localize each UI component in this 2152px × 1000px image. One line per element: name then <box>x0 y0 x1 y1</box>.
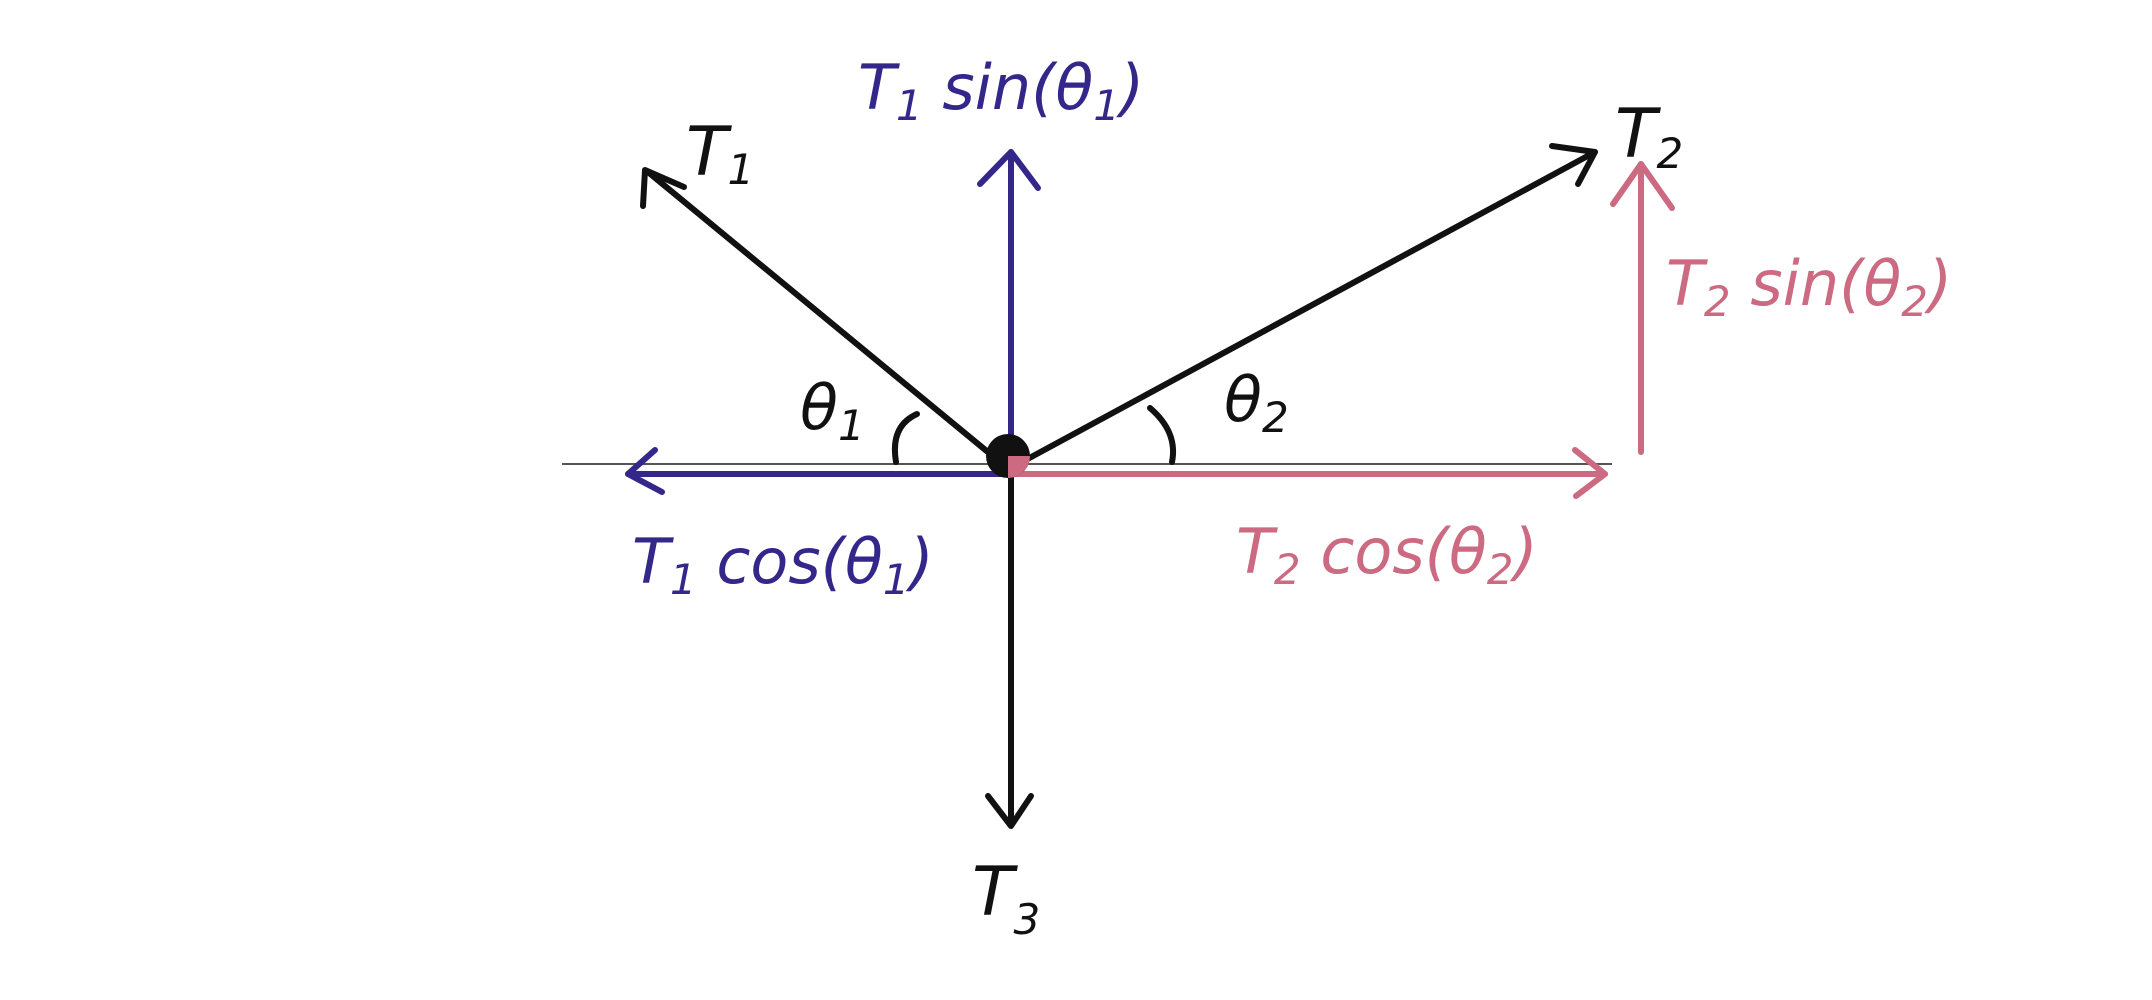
t1-cos-component-arrow <box>625 447 1011 495</box>
t3-label: T3 <box>972 853 1040 944</box>
t1-sin-component-arrow <box>977 149 1041 477</box>
t2-label: T2 <box>1615 95 1683 178</box>
t1-cos-label: T1 cos(θ1) <box>632 525 934 603</box>
t1-label: T1 <box>686 113 754 194</box>
theta2-angle-arc <box>1147 405 1176 465</box>
t2-sin-component-arrow <box>1610 161 1675 455</box>
t3-vector-arrow <box>985 471 1034 829</box>
theta2-label: θ2 <box>1224 363 1289 441</box>
center-node-accent <box>1008 456 1030 478</box>
theta1-label: θ1 <box>800 371 865 449</box>
t1-vector-arrow <box>640 167 1003 465</box>
t2-sin-label: T2 sin(θ2) <box>1666 247 1952 325</box>
theta1-angle-arc <box>892 411 920 465</box>
t2-vector-arrow <box>1019 143 1598 465</box>
t2-cos-component-arrow <box>1008 447 1608 499</box>
t2-cos-label: T2 cos(θ2) <box>1236 515 1538 593</box>
t1-sin-label: T1 sin(θ1) <box>858 51 1144 129</box>
